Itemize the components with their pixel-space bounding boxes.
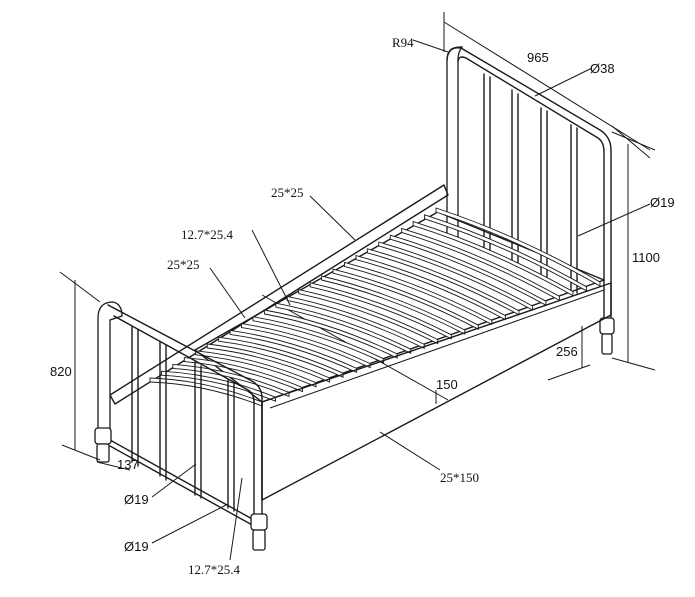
slat — [344, 261, 493, 326]
side-panel-section-label: 25*150 — [440, 470, 479, 485]
footboard-flat-bar-label: 12.7*25.4 — [188, 562, 240, 577]
headboard-bars — [483, 73, 578, 294]
slat — [229, 329, 358, 374]
slat — [275, 302, 412, 354]
slats — [149, 207, 601, 407]
slat — [435, 207, 601, 287]
side-rail-top-label: 25*25 — [271, 185, 304, 200]
slat — [149, 377, 263, 407]
slat — [378, 241, 533, 311]
footboard — [94, 301, 268, 551]
slat — [286, 295, 425, 350]
slat — [218, 336, 344, 378]
leg-height-label: 256 — [556, 344, 578, 359]
foot-leg-height-label: 137 — [117, 457, 139, 472]
footboard-bar-diameter-label-2: Ø19 — [124, 539, 149, 554]
slat — [321, 275, 466, 335]
slat — [195, 350, 317, 388]
footboard-height-label: 820 — [50, 364, 72, 379]
center-rail-label: 12.7*25.4 — [181, 227, 233, 242]
footboard-bars — [131, 326, 235, 512]
slat — [355, 255, 506, 321]
slat — [241, 323, 371, 369]
headboard — [446, 46, 615, 355]
footboard-bar-diameter-label-1: Ø19 — [124, 492, 149, 507]
width-label: 965 — [527, 50, 549, 65]
slat-platform — [109, 184, 605, 407]
dimension-lines — [59, 12, 656, 561]
slat — [366, 248, 520, 316]
side-pipe-diameter-label: Ø19 — [650, 195, 675, 210]
slat — [263, 309, 398, 359]
headboard-height-label: 1100 — [632, 250, 660, 265]
top-pipe-diameter-label: Ø38 — [590, 61, 615, 76]
side-panel-height-label: 150 — [436, 377, 458, 392]
slat — [160, 370, 276, 402]
slat — [332, 268, 479, 330]
slat — [252, 316, 385, 364]
side-rail-left-label: 25*25 — [167, 257, 200, 272]
slat — [309, 282, 452, 340]
radius-label: R94 — [392, 35, 414, 50]
slat — [298, 289, 439, 345]
slat — [206, 343, 331, 383]
